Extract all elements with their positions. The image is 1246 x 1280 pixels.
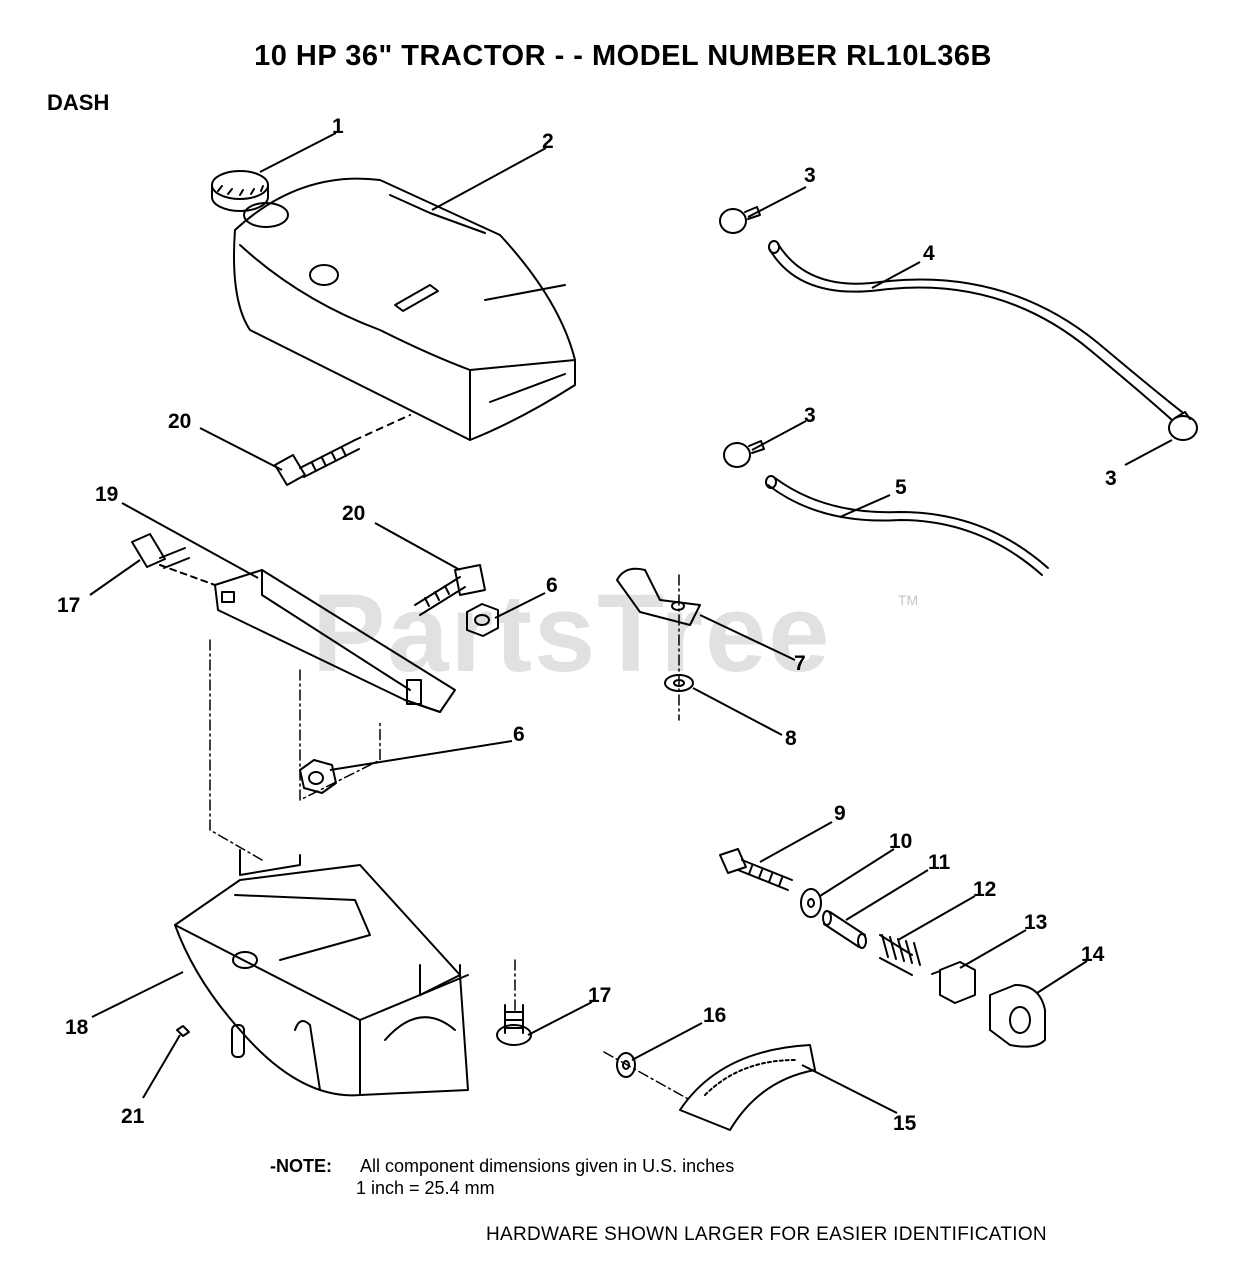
fuel-tank — [233, 177, 576, 441]
callout-5: 5 — [895, 476, 907, 499]
leader-14 — [1036, 960, 1088, 994]
leader-17b — [527, 1001, 593, 1036]
note-line-2: 1 inch = 25.4 mm — [356, 1178, 495, 1198]
callout-21: 21 — [121, 1105, 145, 1128]
callout-19: 19 — [95, 483, 119, 506]
leader-20b — [374, 522, 461, 571]
callout-15: 15 — [893, 1112, 917, 1135]
bolt-upper — [274, 414, 411, 486]
watermark-tm: TM — [898, 592, 919, 608]
leader-8 — [692, 687, 783, 736]
leader-9 — [759, 821, 833, 863]
throttle-decal — [679, 1044, 816, 1131]
flat-washer-small — [664, 674, 694, 692]
leader-4 — [871, 261, 921, 289]
fuel-line-upper — [768, 240, 1183, 421]
callout-2: 2 — [542, 130, 554, 153]
callout-14: 14 — [1081, 943, 1105, 966]
leader-15 — [801, 1064, 898, 1114]
callout-18: 18 — [65, 1016, 89, 1039]
leader-3c — [1124, 439, 1173, 466]
throttle-lever-nut — [931, 961, 976, 1004]
carriage-bolt-lower — [496, 1004, 532, 1046]
leader-6a — [494, 592, 546, 619]
leader-10 — [819, 848, 895, 897]
callout-6: 6 — [513, 723, 525, 746]
callout-7: 7 — [794, 652, 806, 675]
leader-21 — [142, 1034, 181, 1099]
leader-5 — [839, 494, 891, 518]
note-line-1: All component dimensions given in U.S. i… — [360, 1156, 735, 1176]
throttle-knob — [989, 984, 1046, 1048]
callout-12: 12 — [973, 878, 997, 901]
rivet — [176, 1025, 190, 1037]
callout-20: 20 — [168, 410, 192, 433]
leader-11 — [845, 869, 929, 921]
leader-16 — [631, 1022, 703, 1061]
flat-washer — [800, 888, 822, 918]
push-nut — [616, 1052, 636, 1078]
fuel-line-lower — [765, 475, 1049, 576]
hex-nut — [299, 603, 499, 794]
callout-8: 8 — [785, 727, 797, 750]
callout-9: 9 — [834, 802, 846, 825]
section-label: DASH — [47, 90, 110, 115]
callout-20: 20 — [342, 502, 366, 525]
leader-18 — [91, 971, 184, 1018]
diagram-title: 10 HP 36" TRACTOR - - MODEL NUMBER RL10L… — [254, 40, 992, 72]
carriage-bolt-upper — [131, 533, 190, 569]
bolt-middle — [414, 564, 486, 616]
leader-2 — [431, 147, 547, 211]
leader-13 — [959, 929, 1027, 969]
leader-19 — [121, 502, 259, 579]
dash-panel — [174, 849, 469, 1097]
callout-11: 11 — [928, 851, 951, 874]
callout-3: 3 — [1105, 467, 1117, 490]
callout-3: 3 — [804, 164, 816, 187]
callout-4: 4 — [923, 242, 935, 265]
leader-7 — [699, 614, 796, 661]
dash-bracket — [159, 564, 456, 713]
leader-3a — [747, 186, 807, 218]
callout-6: 6 — [546, 574, 558, 597]
callout-10: 10 — [889, 830, 913, 853]
note-label: -NOTE: — [270, 1156, 332, 1176]
callout-16: 16 — [703, 1004, 727, 1027]
callout-17: 17 — [57, 594, 81, 617]
hose-clip — [616, 567, 701, 626]
leader-6b — [329, 740, 513, 771]
compression-spring — [879, 934, 921, 976]
leader-20a — [199, 427, 283, 471]
footer-note: HARDWARE SHOWN LARGER FOR EASIER IDENTIF… — [486, 1224, 1047, 1245]
throttle-bolt — [719, 848, 793, 891]
spacer — [822, 910, 867, 949]
callout-13: 13 — [1024, 911, 1048, 934]
watermark: PartsTree — [312, 572, 832, 695]
leader-17a — [89, 559, 141, 596]
callout-17: 17 — [588, 984, 612, 1007]
leader-3b — [751, 420, 807, 451]
callout-3: 3 — [804, 404, 816, 427]
fuel-cap — [211, 170, 269, 212]
leader-12 — [897, 895, 976, 941]
leader-1 — [259, 132, 337, 173]
callout-1: 1 — [332, 115, 344, 138]
